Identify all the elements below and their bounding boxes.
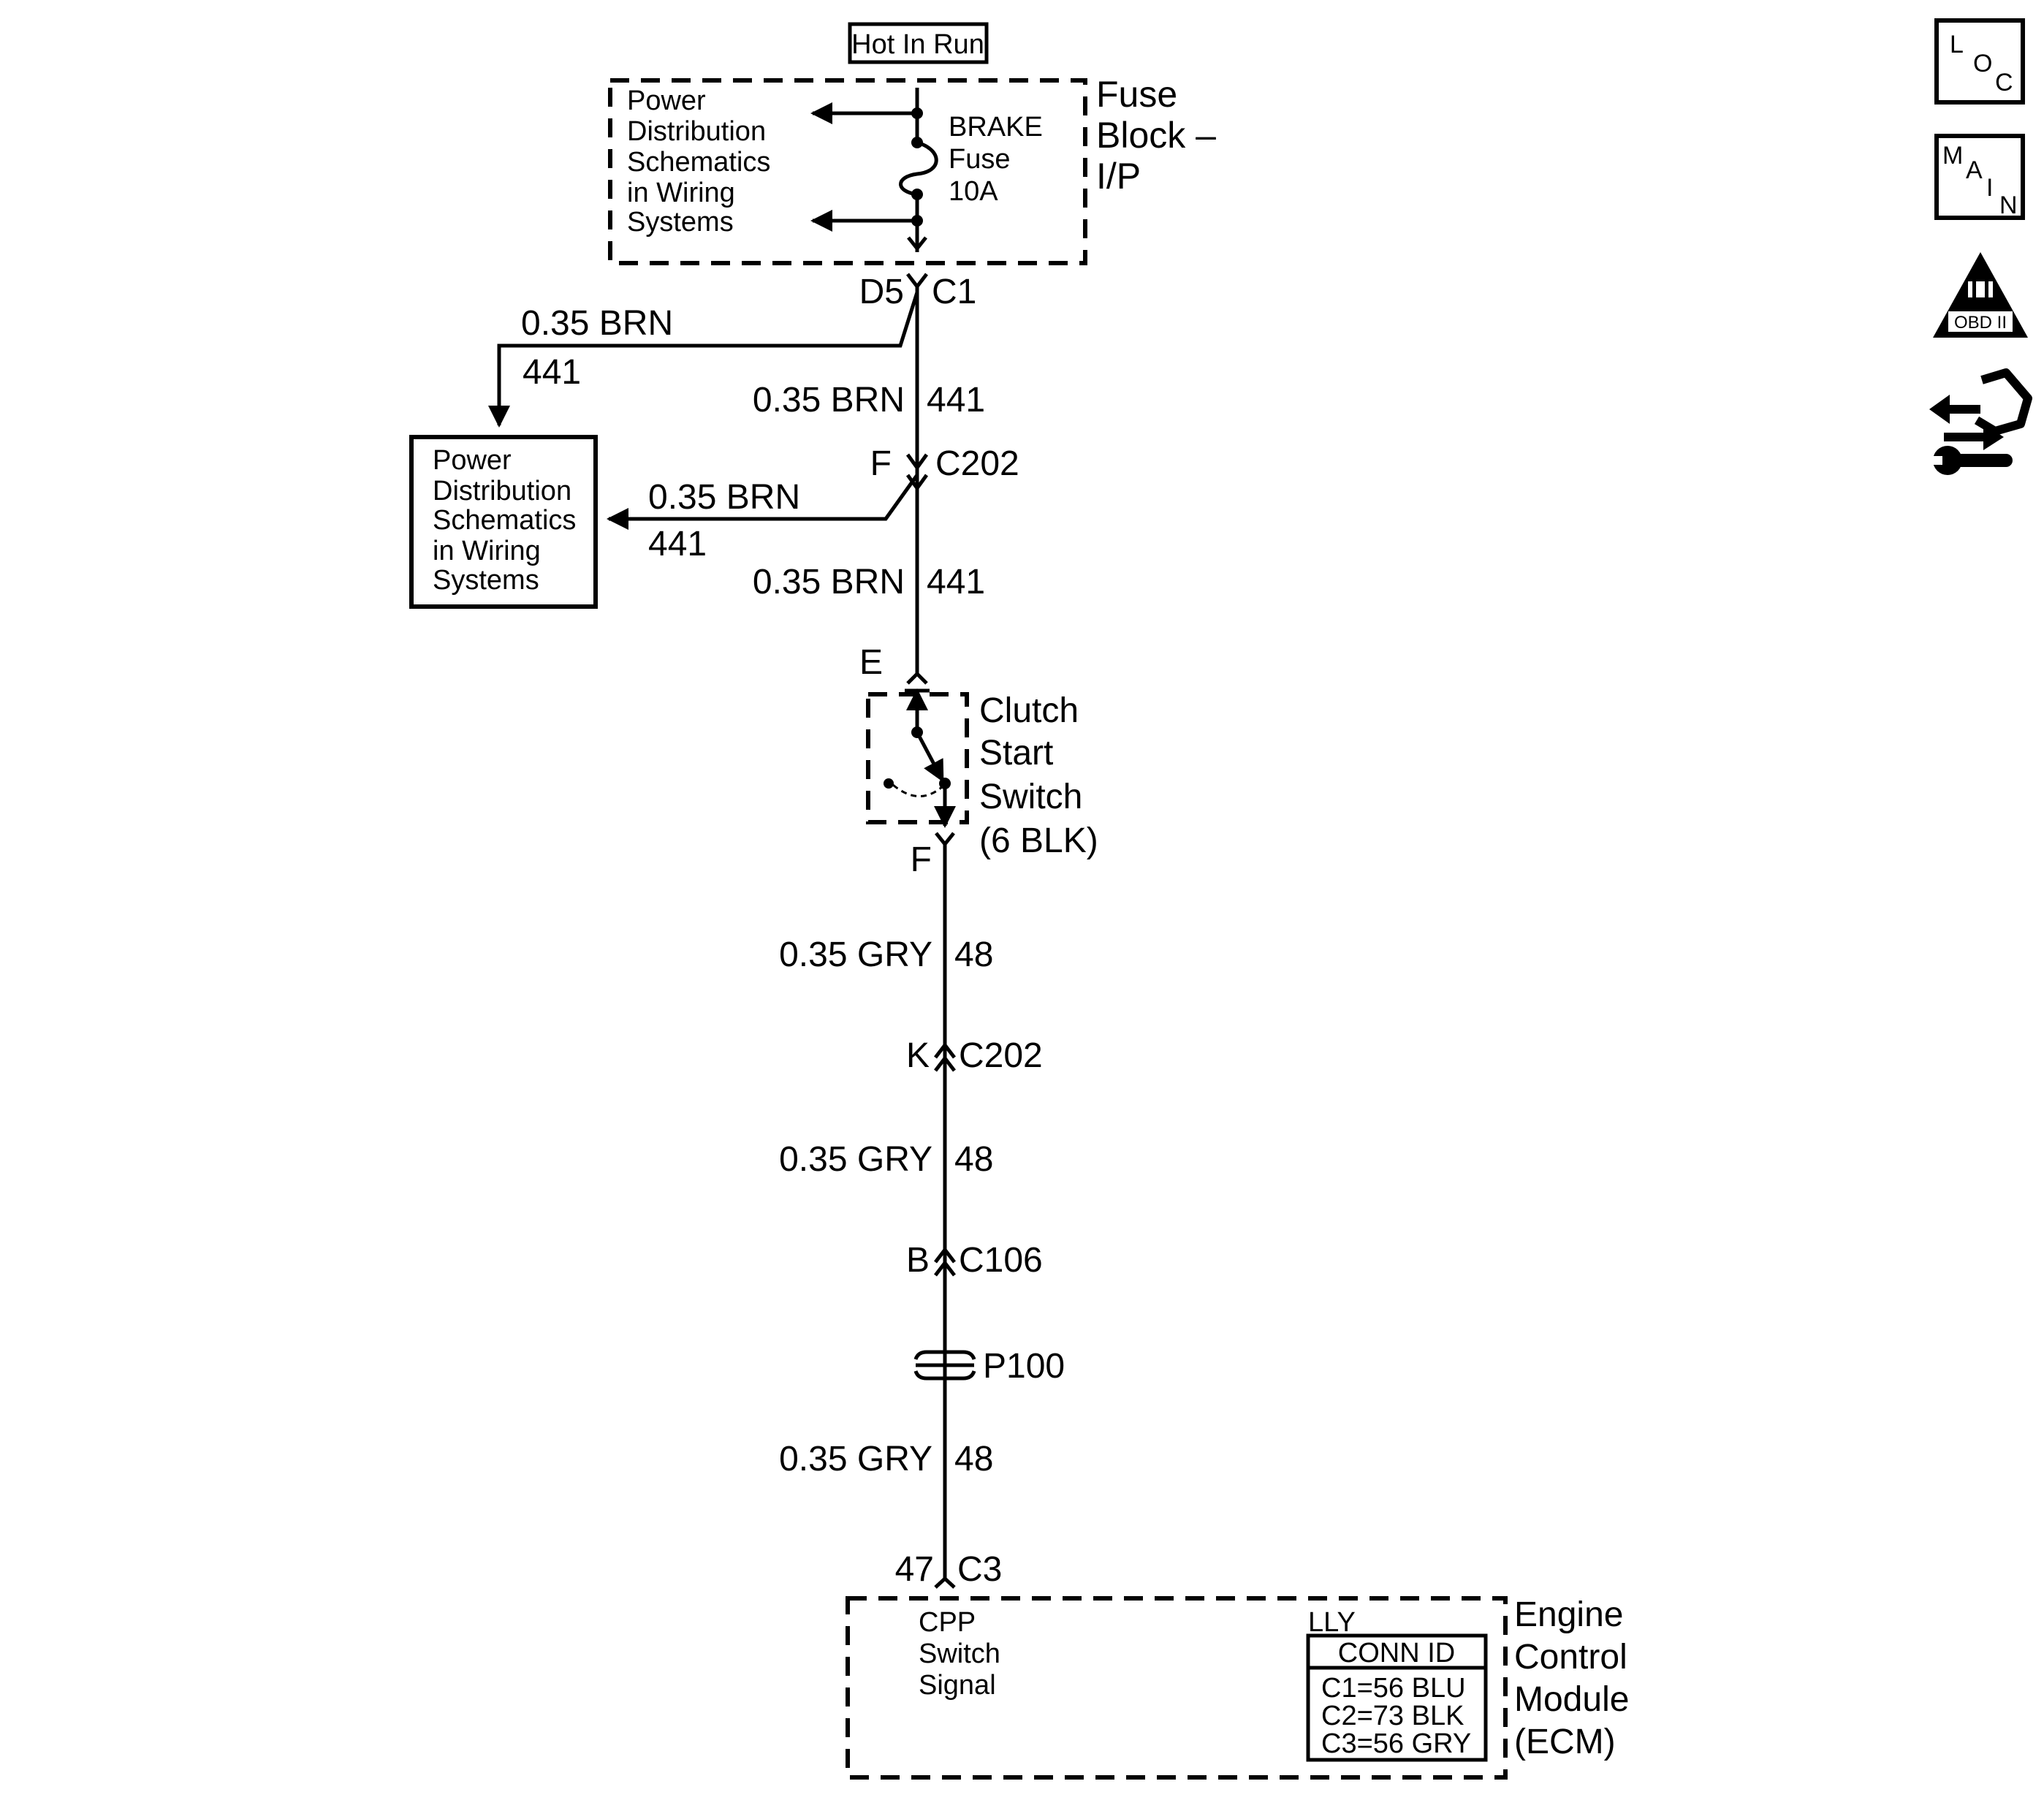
svg-text:0.35 GRY: 0.35 GRY xyxy=(779,1440,932,1478)
wire-label-4: 0.35 GRY 48 xyxy=(779,1140,993,1179)
hot-in-run-label: Hot In Run xyxy=(848,22,989,64)
svg-text:Schematics: Schematics xyxy=(433,505,576,536)
svg-text:441: 441 xyxy=(927,381,985,419)
svg-text:I: I xyxy=(1986,174,1993,202)
obd-ii-button[interactable]: OBD II xyxy=(1933,252,2028,338)
loc-button[interactable]: L O C xyxy=(1934,18,2025,105)
svg-text:(6 BLK): (6 BLK) xyxy=(979,821,1098,860)
svg-text:O: O xyxy=(1973,50,1992,77)
passthrough-p100: P100 xyxy=(913,1347,1065,1386)
wire-label-1: 0.35 BRN 441 xyxy=(753,381,985,419)
svg-text:in Wiring: in Wiring xyxy=(627,178,735,208)
svg-text:C1: C1 xyxy=(932,273,976,311)
svg-text:Systems: Systems xyxy=(433,565,539,596)
svg-text:Control: Control xyxy=(1514,1638,1627,1677)
connector-wrench-icon xyxy=(1929,368,2032,475)
svg-text:0.35 BRN: 0.35 BRN xyxy=(753,563,905,601)
svg-text:E: E xyxy=(859,643,883,682)
svg-text:Power: Power xyxy=(627,86,706,116)
svg-text:C2=73 BLK: C2=73 BLK xyxy=(1321,1701,1464,1731)
svg-text:B: B xyxy=(906,1241,930,1280)
svg-text:48: 48 xyxy=(954,1440,993,1478)
svg-text:I/P: I/P xyxy=(1096,156,1141,197)
svg-text:0.35 GRY: 0.35 GRY xyxy=(779,935,932,974)
svg-text:Switch: Switch xyxy=(919,1639,1000,1669)
svg-text:C106: C106 xyxy=(959,1241,1043,1280)
svg-text:BRAKE: BRAKE xyxy=(949,112,1043,143)
svg-text:Hot In Run: Hot In Run xyxy=(851,29,984,60)
svg-text:Module: Module xyxy=(1514,1680,1629,1719)
svg-text:CONN ID: CONN ID xyxy=(1338,1638,1455,1668)
svg-text:Fuse: Fuse xyxy=(949,144,1010,175)
svg-text:48: 48 xyxy=(954,1140,993,1179)
svg-text:(ECM): (ECM) xyxy=(1514,1723,1616,1761)
wire-label-2: 0.35 BRN 441 xyxy=(753,563,985,601)
svg-text:N: N xyxy=(1999,191,2018,219)
svg-text:441: 441 xyxy=(648,525,707,563)
connector-c1: D5 C1 xyxy=(859,236,976,311)
svg-text:Power: Power xyxy=(433,445,512,476)
branch-wire-1: 0.35 BRN 441 xyxy=(488,292,919,428)
svg-text:Signal: Signal xyxy=(919,1670,996,1701)
svg-text:C202: C202 xyxy=(959,1036,1043,1075)
svg-text:Distribution: Distribution xyxy=(433,476,571,506)
svg-text:C1=56 BLU: C1=56 BLU xyxy=(1321,1673,1466,1704)
svg-text:D5: D5 xyxy=(859,273,904,311)
svg-text:0.35 GRY: 0.35 GRY xyxy=(779,1140,932,1179)
branch-wire-2: 0.35 BRN 441 xyxy=(607,474,919,563)
svg-text:C3=56 GRY: C3=56 GRY xyxy=(1321,1728,1471,1759)
connector-c3: 47 C3 xyxy=(895,1550,1003,1589)
svg-text:Systems: Systems xyxy=(627,207,734,238)
clutch-start-switch: E F Clutch Start Switch (6 BLK) xyxy=(859,643,1098,879)
svg-text:Distribution: Distribution xyxy=(627,116,766,147)
wire-label-5: 0.35 GRY 48 xyxy=(779,1440,993,1478)
svg-text:OBD II: OBD II xyxy=(1954,313,2007,333)
wire-label-3: 0.35 GRY 48 xyxy=(779,935,993,974)
connector-c106: B C106 xyxy=(906,1241,1043,1280)
svg-text:Block –: Block – xyxy=(1096,115,1216,156)
connector-c202-top: F C202 xyxy=(870,444,1019,492)
svg-text:C3: C3 xyxy=(957,1550,1002,1589)
svg-text:Clutch: Clutch xyxy=(979,691,1079,730)
conn-id-table: CONN ID C1=56 BLU C2=73 BLK C3=56 GRY xyxy=(1306,1633,1488,1762)
svg-text:LLY: LLY xyxy=(1308,1607,1356,1638)
svg-text:Schematics: Schematics xyxy=(627,147,770,178)
svg-text:0.35 BRN: 0.35 BRN xyxy=(648,478,800,517)
svg-text:CPP: CPP xyxy=(919,1607,976,1638)
loc-icon: L xyxy=(1950,31,1964,58)
main-icon: M xyxy=(1942,142,1963,170)
svg-text:Switch: Switch xyxy=(979,778,1082,816)
engine-control-module: CPP Switch Signal LLY CONN ID C1=56 BLU … xyxy=(846,1595,1629,1780)
svg-text:441: 441 xyxy=(927,563,985,601)
power-distribution-box: Power Distribution Schematics in Wiring … xyxy=(409,435,598,609)
svg-text:C: C xyxy=(1995,69,2013,96)
svg-text:in Wiring: in Wiring xyxy=(433,536,541,566)
svg-text:P100: P100 xyxy=(983,1347,1065,1386)
svg-text:C202: C202 xyxy=(935,444,1019,483)
svg-text:Engine: Engine xyxy=(1514,1595,1623,1634)
svg-text:K: K xyxy=(906,1036,930,1075)
svg-text:441: 441 xyxy=(523,353,581,392)
svg-text:F: F xyxy=(911,840,932,879)
svg-text:47: 47 xyxy=(895,1550,934,1589)
svg-text:10A: 10A xyxy=(949,176,998,207)
svg-text:Start: Start xyxy=(979,734,1053,772)
svg-text:F: F xyxy=(870,444,892,483)
connector-c202-bottom: K C202 xyxy=(906,1036,1043,1075)
fuse-block-power-ref: Power Distribution Schematics in Wiring … xyxy=(627,86,770,238)
svg-text:48: 48 xyxy=(954,935,993,974)
connector-wrench-button[interactable] xyxy=(1929,368,2032,475)
main-button[interactable]: M A I N xyxy=(1934,134,2025,220)
brake-fuse: BRAKE Fuse 10A xyxy=(899,88,1043,252)
svg-text:0.35 BRN: 0.35 BRN xyxy=(521,304,673,343)
svg-text:0.35 BRN: 0.35 BRN xyxy=(753,381,905,419)
fuse-block: Fuse Block – I/P Power Distribution Sche… xyxy=(608,74,1216,265)
fuse-block-name: Fuse xyxy=(1096,74,1177,115)
svg-text:A: A xyxy=(1966,156,1983,184)
